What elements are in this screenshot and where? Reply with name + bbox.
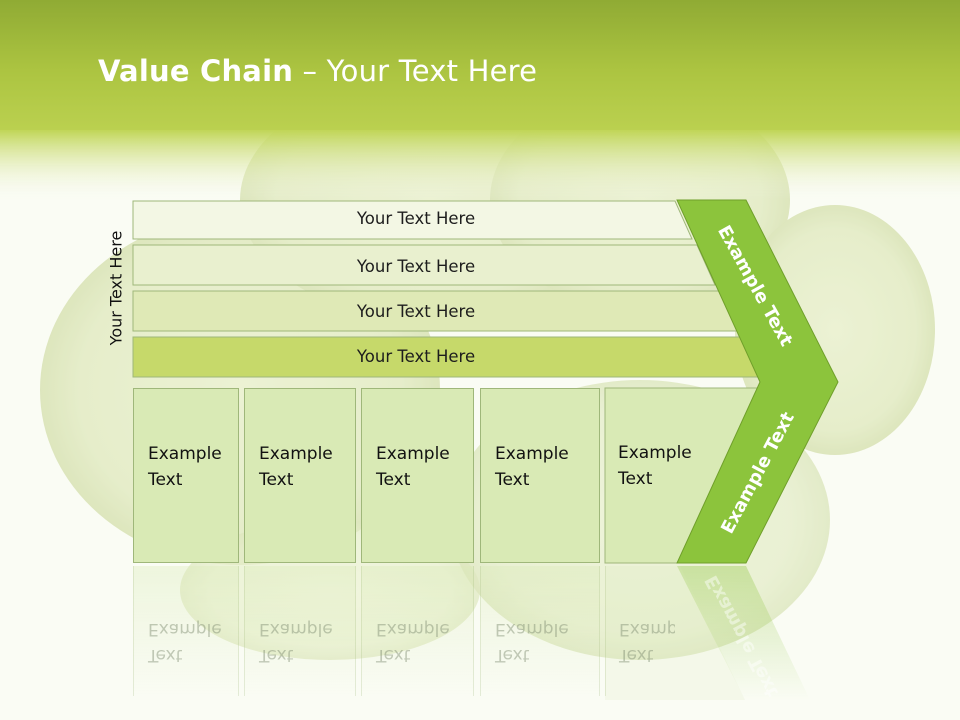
- box-2-line-2: Text: [259, 470, 294, 490]
- box-3-line-1: Example: [376, 444, 450, 464]
- support-row-1: [132, 200, 693, 240]
- support-row-2-label: Your Text Here: [356, 257, 476, 276]
- support-row-4-label: Your Text Here: [356, 347, 476, 366]
- support-row-2: [132, 244, 716, 286]
- support-row-1-label: Your Text Here: [356, 209, 476, 228]
- box-1-line-1: Example: [148, 444, 222, 464]
- title-bold: Value Chain: [98, 54, 294, 88]
- box-5-line-1: Example: [618, 443, 692, 463]
- box-2-line-1: Example: [259, 444, 333, 464]
- box-5-reflection: [605, 566, 745, 700]
- chevron-reflection: [677, 566, 810, 700]
- box-5-line-2: Text: [618, 469, 653, 489]
- box-4-line-1: Example: [495, 444, 569, 464]
- box-4-line-2: Text: [495, 470, 530, 490]
- box-3-line-2: Text: [376, 470, 411, 490]
- slide-title: Value Chain – Your Text Here: [98, 54, 537, 88]
- margin-chevron: [676, 199, 839, 564]
- support-row-3-label: Your Text Here: [356, 302, 476, 321]
- header-band: [0, 0, 960, 200]
- title-rest: – Your Text Here: [293, 54, 538, 88]
- box-1-line-2: Text: [148, 470, 183, 490]
